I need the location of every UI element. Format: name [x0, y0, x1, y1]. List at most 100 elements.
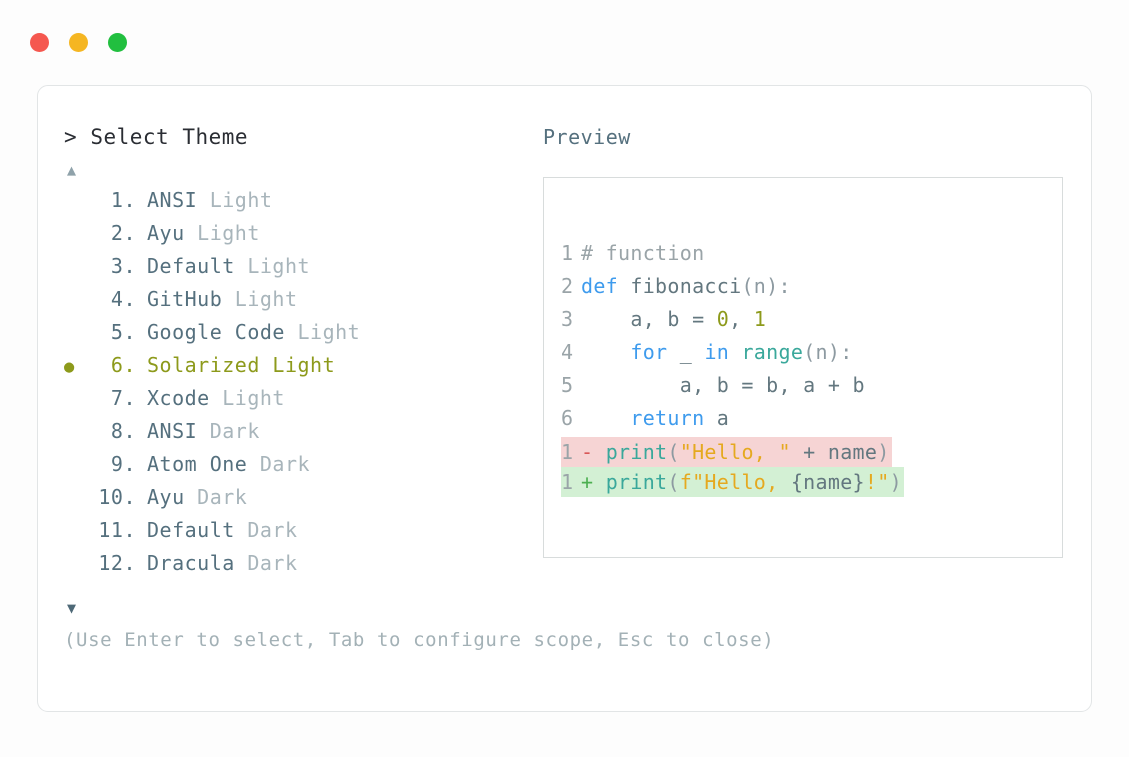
theme-item-variant: Dark: [234, 551, 298, 575]
minimize-button[interactable]: [69, 32, 88, 52]
theme-item-name: GitHub: [147, 287, 223, 311]
theme-item-number: 11.: [98, 518, 136, 542]
diff-line-added: 1 + print(f"Hello, {name}!"): [561, 467, 904, 497]
code-token: [581, 406, 630, 430]
select-theme-label: Select Theme: [90, 125, 249, 149]
theme-item-number: 9.: [110, 452, 136, 476]
page-title: > Select Theme: [64, 124, 534, 150]
line-number: 6: [561, 406, 574, 430]
theme-list-item[interactable]: 8.ANSI Dark: [64, 415, 534, 448]
theme-item-variant: Dark: [197, 419, 260, 443]
theme-list-item[interactable]: 10.Ayu Dark: [64, 481, 534, 514]
code-token: {name}: [790, 470, 865, 494]
code-token: fibonacci: [618, 274, 742, 298]
theme-item-number: 2.: [110, 221, 136, 245]
code-line: 6 return a: [561, 402, 1056, 435]
code-token: for: [630, 340, 668, 364]
code-token: _: [667, 340, 705, 364]
diff-marker-icon: -: [581, 440, 606, 464]
code-token: a: [704, 406, 730, 430]
code-token: in: [704, 340, 730, 364]
code-token: (: [667, 440, 680, 464]
theme-item-variant: Light: [284, 320, 361, 344]
code-token: a, b =: [581, 307, 717, 331]
code-line: 5 a, b = b, a + b: [561, 369, 1056, 402]
diff-line-removed: 1- print("Hello, " + name): [561, 437, 892, 467]
theme-list-item[interactable]: 7. Xcode Light: [64, 382, 534, 415]
theme-item-name: Google Code: [147, 320, 285, 344]
line-number: 4: [561, 340, 574, 364]
theme-item-number: 3.: [110, 254, 136, 278]
line-number: 2: [561, 274, 574, 298]
theme-item-number: 5.: [110, 320, 136, 344]
theme-item-name: Ayu: [147, 485, 185, 509]
theme-item-variant: Light: [184, 221, 260, 245]
theme-item-variant: Light: [234, 254, 311, 278]
theme-picker-card: > Select Theme ▲ 1.ANSI Light 2. Ayu Light…: [37, 85, 1092, 712]
theme-item-name: Dracula: [147, 551, 235, 575]
line-number: 1: [561, 241, 574, 265]
window-titlebar: [0, 0, 1129, 84]
scroll-up-icon[interactable]: ▲: [67, 161, 77, 179]
code-token: return: [630, 406, 705, 430]
theme-list-item[interactable]: 11. Default Dark: [64, 514, 534, 547]
keyboard-hint: (Use Enter to select, Tab to configure s…: [64, 629, 775, 651]
code-token: ): [877, 440, 890, 464]
code-token: "Hello, ": [679, 440, 791, 464]
scroll-down-icon[interactable]: ▼: [67, 599, 77, 617]
theme-item-name: Xcode: [147, 386, 210, 410]
close-button[interactable]: [30, 32, 49, 52]
line-number: 5: [561, 373, 574, 397]
selected-bullet-icon: ●: [64, 357, 75, 377]
theme-list-item[interactable]: 12. Dracula Dark: [64, 547, 534, 580]
code-token: # function: [581, 241, 705, 265]
code-token: [729, 340, 741, 364]
theme-item-name: Solarized: [147, 353, 260, 377]
maximize-button[interactable]: [108, 32, 127, 52]
code-line: 1 # function: [561, 237, 1056, 270]
diff-block: 1- print("Hello, " + name)1+ print(f"Hel…: [561, 437, 1056, 497]
code-token: ): [889, 470, 902, 494]
theme-item-name: Default: [147, 254, 235, 278]
theme-list-item[interactable]: 9.Atom One Dark: [64, 448, 534, 481]
theme-list-item[interactable]: 1.ANSI Light: [64, 184, 534, 217]
code-block: 1 # function 2 def fibonacci(n): 3 a, b = 0,…: [561, 237, 1056, 435]
line-number: 3: [561, 307, 574, 331]
line-number: 1: [561, 440, 574, 464]
code-token: range: [741, 340, 804, 364]
prompt-caret-icon: >: [64, 125, 78, 149]
theme-item-number: 4.: [110, 287, 136, 311]
page-title-text: [77, 125, 90, 149]
code-token: f"Hello,: [679, 470, 791, 494]
theme-item-variant: Dark: [234, 518, 298, 542]
theme-item-variant: Light: [209, 386, 285, 410]
code-token: + name: [790, 440, 878, 464]
theme-list-item[interactable]: 4. GitHub Light: [64, 283, 534, 316]
theme-list-item[interactable]: ●6.Solarized Light: [64, 349, 534, 382]
line-number: 1: [561, 470, 574, 494]
code-token: print: [605, 470, 668, 494]
theme-item-variant: Light: [222, 287, 298, 311]
theme-list-item[interactable]: 2. Ayu Light: [64, 217, 534, 250]
code-token: 1: [753, 307, 767, 331]
code-line: 3 a, b = 0, 1: [561, 303, 1056, 336]
code-token: !": [864, 470, 890, 494]
code-token: a, b = b, a + b: [581, 373, 865, 397]
diff-marker-icon: +: [581, 470, 606, 494]
theme-item-name: Default: [147, 518, 235, 542]
code-token: [581, 340, 630, 364]
theme-item-number: 7.: [110, 386, 136, 410]
code-token: (: [667, 470, 680, 494]
theme-item-name: ANSI: [147, 188, 198, 212]
theme-selector-panel: > Select Theme ▲ 1.ANSI Light 2. Ayu Light…: [64, 124, 534, 620]
code-token: (n):: [741, 274, 791, 298]
card-body: > Select Theme ▲ 1.ANSI Light 2. Ayu Light…: [38, 86, 1091, 711]
theme-item-name: Ayu: [147, 221, 185, 245]
code-token: def: [581, 274, 619, 298]
code-token: 0: [716, 307, 730, 331]
theme-list-item[interactable]: 3. Default Light: [64, 250, 534, 283]
theme-item-number: 12.: [98, 551, 136, 575]
theme-list-item[interactable]: 5. Google Code Light: [64, 316, 534, 349]
theme-item-number: 8.: [110, 419, 136, 443]
